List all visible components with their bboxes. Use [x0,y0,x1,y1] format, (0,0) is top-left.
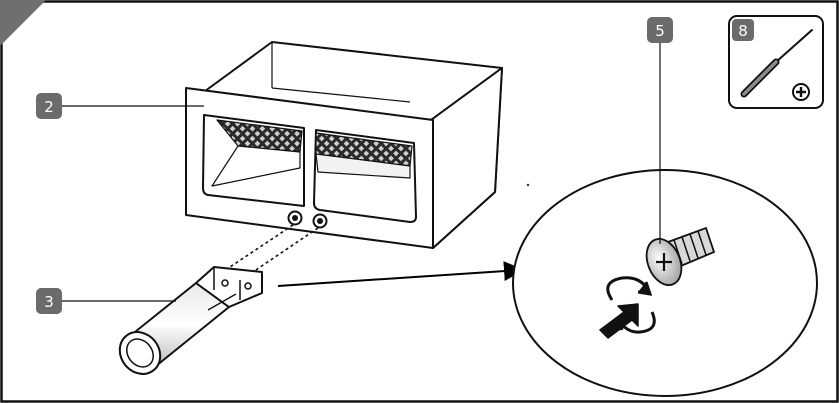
speck [526,183,530,187]
leader-lines [62,42,661,302]
push-arrow-icon [599,303,639,339]
pointer-arrow [277,261,524,287]
tool-box: 8 [728,15,824,109]
callout-label-handle: 3 [44,293,54,311]
phillips-head-icon [792,83,810,101]
screwdriver-icon [740,29,813,98]
callout-badge-drawer: 2 [36,93,62,119]
detail-circle [512,169,818,397]
screw [645,226,716,286]
callout-badge-screw: 5 [647,17,673,43]
drawer [185,41,503,249]
callout-label-drawer: 2 [44,98,54,116]
alignment-lines [217,224,319,279]
callout-label-screw: 5 [655,22,665,40]
callout-badge-handle: 3 [36,288,62,314]
corner-tab [0,0,46,46]
callout-label-tool: 8 [738,22,748,40]
handle [118,266,263,375]
